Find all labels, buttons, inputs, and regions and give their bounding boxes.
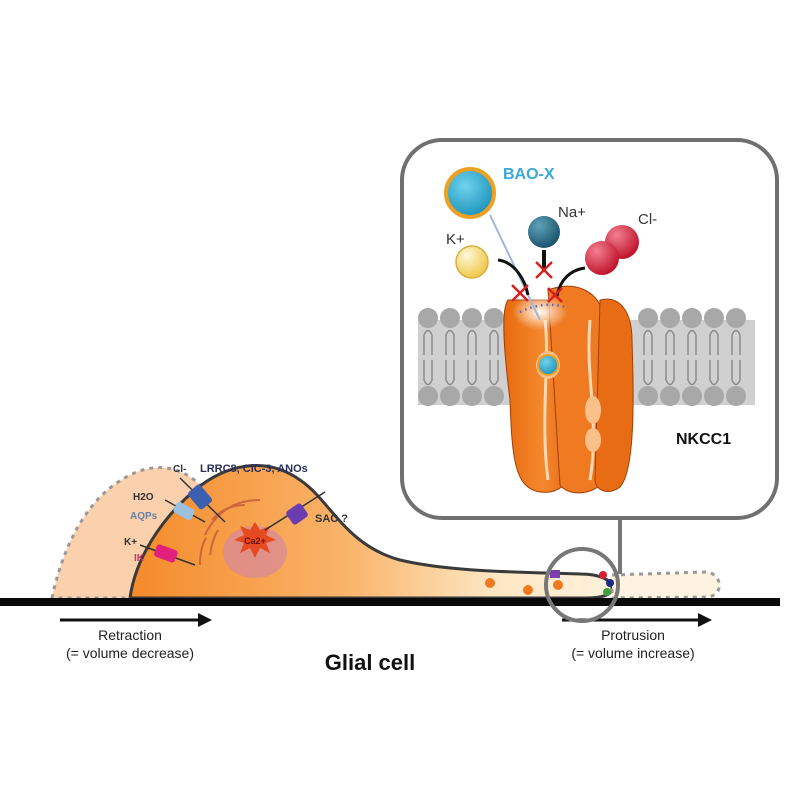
lipid-tail (709, 329, 719, 386)
membrane-protein (550, 570, 560, 578)
lipid-head (418, 386, 438, 406)
lipid-head (462, 308, 482, 328)
vesicle (485, 578, 495, 588)
lipid-head (704, 386, 724, 406)
sodium-ion-icon (528, 216, 560, 248)
transporter-label: NKCC1 (676, 431, 731, 448)
potassium-ion-label: K+ (124, 537, 137, 548)
potassium-ion-icon (455, 245, 489, 279)
lipid-head (638, 386, 658, 406)
lipid-tail (687, 329, 697, 386)
bound-drug-icon (537, 354, 559, 376)
stretch-channel-icon (286, 503, 308, 525)
block-x-icon (547, 287, 563, 303)
protrusion-title: Protrusion (601, 627, 665, 643)
block-x-icon (511, 284, 529, 302)
lipid-head (682, 308, 702, 328)
membrane-protein (606, 579, 614, 587)
lipid-tail (445, 329, 455, 386)
glial-cell-illustration: Ca2+ (50, 464, 721, 600)
lipid-head (726, 308, 746, 328)
retraction-subtitle: (= volume decrease) (66, 645, 194, 661)
chloride-label: Cl- (638, 211, 657, 228)
substrate-line (0, 598, 780, 606)
water-label: H2O (133, 492, 154, 503)
potassium-path (497, 258, 530, 296)
lipid-tail (731, 329, 741, 386)
lipid-head (638, 308, 658, 328)
stretch-channel-label: SAC ? (315, 513, 348, 525)
lipid-head (484, 386, 504, 406)
calcium-wave-arcs (199, 499, 261, 566)
lipid-head (660, 308, 680, 328)
lipid-tail (489, 329, 499, 386)
protrusion-outline (610, 570, 721, 600)
potassium-label: K+ (446, 231, 465, 248)
vesicle (523, 585, 533, 595)
potassium-channel-icon (154, 544, 178, 563)
binding-site-glow (512, 294, 568, 330)
nkcc1-inset: BAO-X K+ Na+ Cl- NKCC1 (400, 138, 779, 520)
lipid-head (440, 308, 460, 328)
chloride-channel-icon (188, 484, 212, 510)
drug-molecule-icon (444, 167, 496, 219)
potassium-channel-label: IK (134, 553, 145, 564)
chloride-channels-label: LRRC8, ClC-3, ANOs (200, 463, 308, 475)
lipid-heads-bottom (418, 386, 746, 406)
membrane-protein (603, 588, 611, 596)
drug-label: BAO-X (503, 166, 555, 183)
chloride-ion-icon (585, 241, 619, 275)
lipid-head (484, 308, 504, 328)
lipid-tail (467, 329, 477, 386)
block-x-icon (535, 261, 553, 279)
chloride-ion-label: Cl- (173, 464, 186, 475)
lipid-head (704, 308, 724, 328)
lipid-tails (423, 329, 741, 386)
magnifier-circle (544, 547, 620, 623)
sodium-label: Na+ (558, 204, 586, 221)
aquaporin-icon (173, 501, 195, 521)
lipid-head (462, 386, 482, 406)
lipid-head (418, 308, 438, 328)
lipid-head (660, 386, 680, 406)
lipid-tail (643, 329, 653, 386)
lipid-head (440, 386, 460, 406)
lipid-heads-top (418, 308, 746, 328)
binding-site-dots (519, 303, 569, 314)
retraction-title: Retraction (98, 627, 162, 643)
lipid-head (682, 386, 702, 406)
aquaporins-label: AQPs (130, 511, 158, 522)
membrane-protein (599, 571, 607, 579)
lipid-tail (665, 329, 675, 386)
calcium-burst-icon (234, 522, 276, 558)
page-title: Glial cell (325, 650, 416, 675)
calcium-label: Ca2+ (244, 536, 266, 546)
retraction-arrow (60, 613, 212, 627)
protrusion-subtitle: (= volume increase) (571, 645, 694, 661)
lipid-head (726, 386, 746, 406)
lipid-tail (423, 329, 433, 386)
vesicle (553, 580, 563, 590)
